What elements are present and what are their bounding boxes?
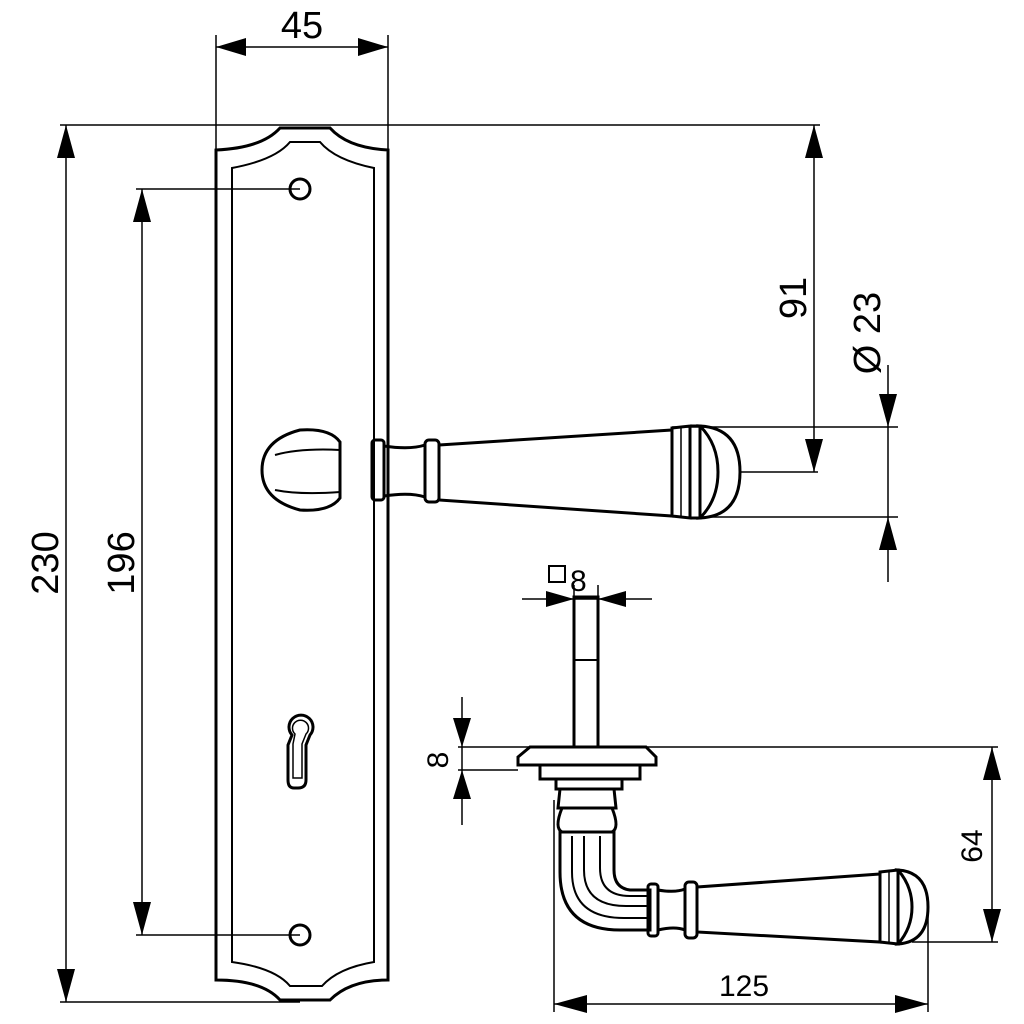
dim-plate-thickness: 8	[422, 697, 530, 825]
dim-label-plate-thickness: 8	[422, 752, 455, 769]
dim-label-hole-spacing: 196	[101, 531, 143, 594]
dim-label-lever-projection: 64	[956, 829, 989, 862]
dim-plate-width: 45	[215, 5, 389, 150]
dim-label-plate-width: 45	[281, 5, 323, 47]
side-collar	[556, 787, 618, 810]
dim-label-spindle-square: 8	[570, 565, 587, 598]
lever-end-rings	[670, 424, 702, 520]
dim-lever-height: 91	[740, 125, 823, 473]
lever-side-view	[516, 595, 930, 946]
lever-ring	[423, 438, 441, 504]
spindle	[572, 595, 600, 749]
side-lever-shaft	[695, 872, 882, 944]
rose-flange	[538, 763, 642, 781]
lever-neck	[382, 442, 427, 500]
side-ring-2	[683, 880, 699, 940]
side-lever-flutes	[571, 836, 650, 919]
lever-rose	[260, 428, 342, 512]
side-lever-end	[878, 868, 930, 946]
backplate-front-view	[214, 126, 390, 1002]
dim-rose-diameter: Ø 23	[672, 292, 898, 582]
dim-label-plate-height: 230	[25, 531, 67, 594]
lever-shaft	[437, 428, 674, 518]
square-symbol-icon	[548, 565, 566, 583]
dim-label-lever-length: 125	[719, 970, 769, 1003]
dim-spindle-square: 8	[522, 565, 652, 610]
dim-label-rose-diameter: Ø 23	[847, 292, 889, 374]
backplate-inner-bevel	[231, 141, 375, 987]
dim-lever-projection: 64	[646, 746, 1001, 943]
side-neck-2	[656, 886, 687, 933]
keyhole-inner	[291, 719, 310, 779]
lever-front-view	[260, 424, 742, 520]
lever-rose-neck	[274, 448, 341, 495]
lever-end-cap	[696, 424, 742, 520]
side-neck	[556, 806, 618, 834]
dim-lever-length: 125	[553, 800, 929, 1013]
plate-edge	[516, 745, 658, 767]
keyhole	[286, 713, 315, 790]
dim-plate-height: 230	[25, 124, 820, 1003]
backplate-outline	[214, 126, 390, 1002]
dim-label-lever-height: 91	[773, 277, 815, 319]
dim-hole-spacing: 196	[101, 188, 300, 936]
side-lever-arm	[558, 830, 652, 932]
